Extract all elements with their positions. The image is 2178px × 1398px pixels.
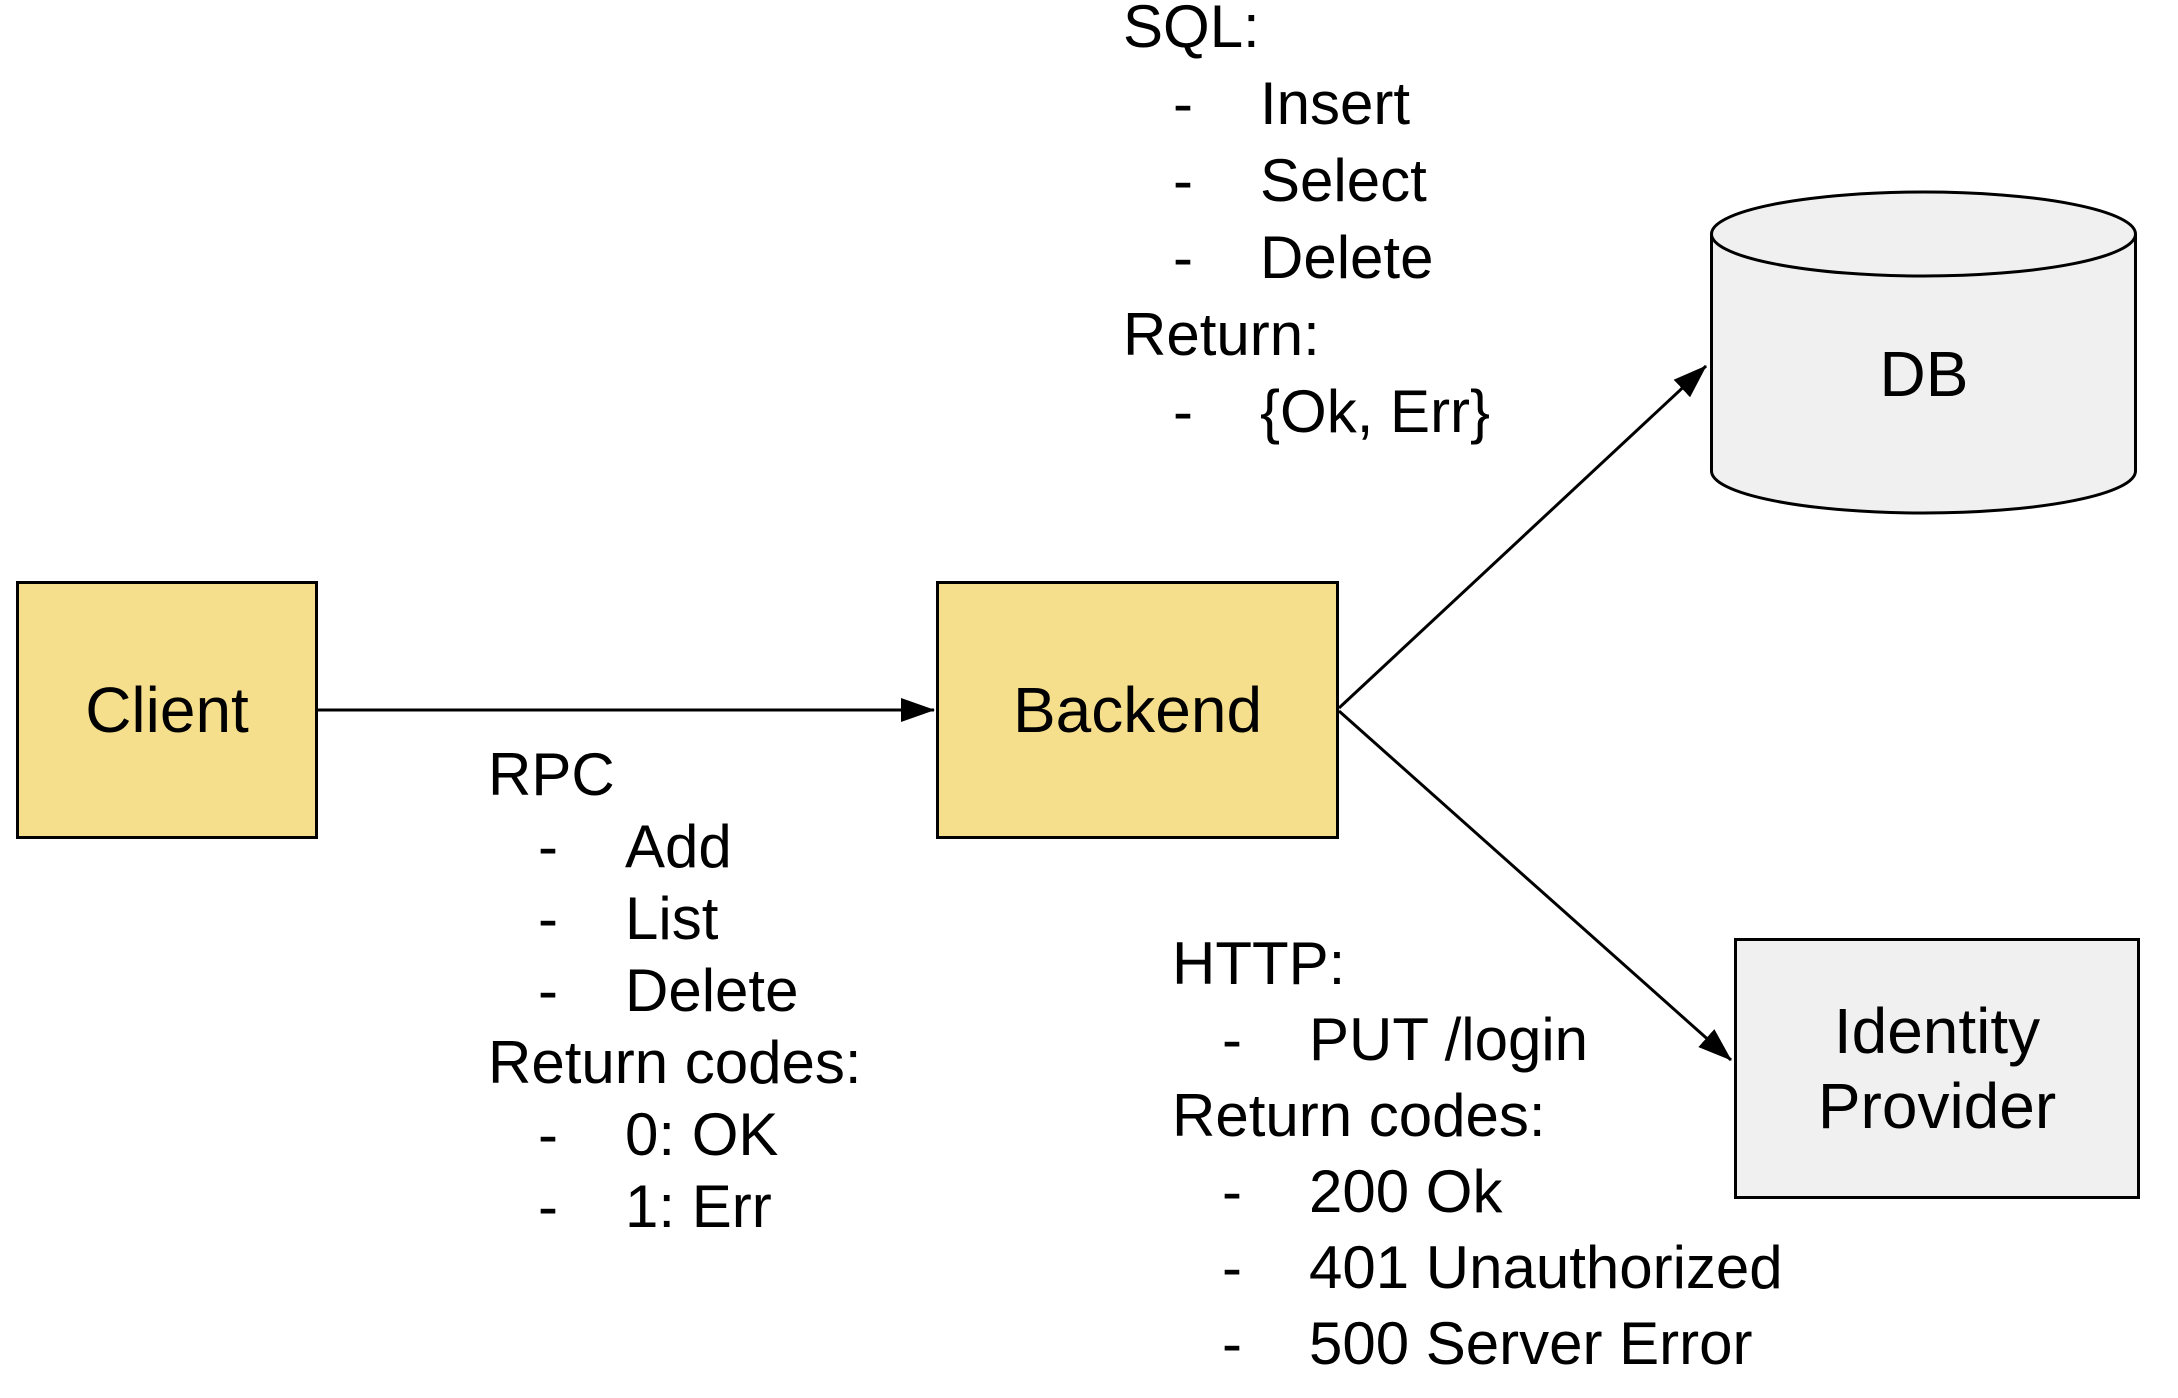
- sql-annotation-item: -{Ok, Err}: [1123, 373, 1490, 450]
- sql-annotation-item: -Select: [1123, 142, 1490, 219]
- rpc-annotation-item: -0: OK: [488, 1099, 862, 1171]
- rpc-annotation-item-text: Add: [625, 813, 732, 880]
- bullet: -: [1173, 378, 1193, 445]
- http-annotation-return-title: Return codes:: [1172, 1082, 1546, 1149]
- http-annotation-title: HTTP:: [1172, 930, 1346, 997]
- backend-node-label: Backend: [1012, 673, 1263, 746]
- identity-provider-node: Identity Provider: [1734, 938, 2140, 1199]
- bullet: -: [1173, 147, 1193, 214]
- db-node-label: DB: [1879, 338, 1969, 410]
- sql-annotation-item-text: {Ok, Err}: [1260, 378, 1491, 445]
- rpc-annotation-item: -Delete: [488, 955, 862, 1027]
- sql-annotation-item-text: Select: [1260, 147, 1427, 214]
- http-annotation-item: -PUT /login: [1172, 1002, 1783, 1078]
- identity-provider-label-line2: Provider: [1817, 1069, 2057, 1142]
- rpc-annotation: RPC -Add -List -Delete Return codes: -0:…: [488, 739, 862, 1243]
- bullet: -: [538, 1101, 558, 1168]
- db-cylinder-body: [1710, 234, 2137, 515]
- db-cylinder-top: [1710, 190, 2137, 278]
- sql-annotation: SQL: -Insert -Select -Delete Return: -{O…: [1123, 0, 1490, 450]
- rpc-annotation-item-text: 1: Err: [625, 1173, 772, 1240]
- rpc-annotation-item-text: 0: OK: [625, 1101, 779, 1168]
- http-annotation-item-text: 500 Server Error: [1309, 1310, 1753, 1377]
- arrow-backend-to-identity-provider: [1338, 709, 1732, 1062]
- http-annotation-item-text: PUT /login: [1309, 1006, 1589, 1073]
- sql-annotation-title: SQL:: [1123, 0, 1260, 60]
- bullet: -: [538, 885, 558, 952]
- bullet: -: [1222, 1234, 1242, 1301]
- bullet: -: [538, 957, 558, 1024]
- backend-node: Backend: [936, 581, 1339, 839]
- http-annotation-item: -500 Server Error: [1172, 1306, 1783, 1382]
- bullet: -: [1222, 1006, 1242, 1073]
- http-annotation-item-text: 200 Ok: [1309, 1158, 1503, 1225]
- sql-annotation-item: -Insert: [1123, 65, 1490, 142]
- sql-annotation-item-text: Insert: [1260, 70, 1411, 137]
- arrow-backend-to-db: [1337, 364, 1708, 710]
- rpc-annotation-item: -Add: [488, 811, 862, 883]
- rpc-annotation-item-text: List: [625, 885, 719, 952]
- client-node: Client: [16, 581, 318, 839]
- sql-annotation-item-text: Delete: [1260, 224, 1434, 291]
- rpc-annotation-item-text: Delete: [625, 957, 799, 1024]
- bullet: -: [1222, 1158, 1242, 1225]
- http-annotation-item-text: 401 Unauthorized: [1309, 1234, 1783, 1301]
- rpc-annotation-item: -List: [488, 883, 862, 955]
- rpc-annotation-title: RPC: [488, 741, 615, 808]
- bullet: -: [1173, 224, 1193, 291]
- bullet: -: [1173, 70, 1193, 137]
- sql-annotation-return-title: Return:: [1123, 301, 1320, 368]
- rpc-annotation-return-title: Return codes:: [488, 1029, 862, 1096]
- identity-provider-label-line1: Identity: [1833, 994, 2041, 1067]
- client-node-label: Client: [85, 673, 249, 746]
- http-annotation-item: -200 Ok: [1172, 1154, 1783, 1230]
- sql-annotation-item: -Delete: [1123, 219, 1490, 296]
- bullet: -: [538, 1173, 558, 1240]
- bullet: -: [1222, 1310, 1242, 1377]
- http-annotation: HTTP: -PUT /login Return codes: -200 Ok …: [1172, 926, 1783, 1382]
- rpc-annotation-item: -1: Err: [488, 1171, 862, 1243]
- bullet: -: [538, 813, 558, 880]
- http-annotation-item: -401 Unauthorized: [1172, 1230, 1783, 1306]
